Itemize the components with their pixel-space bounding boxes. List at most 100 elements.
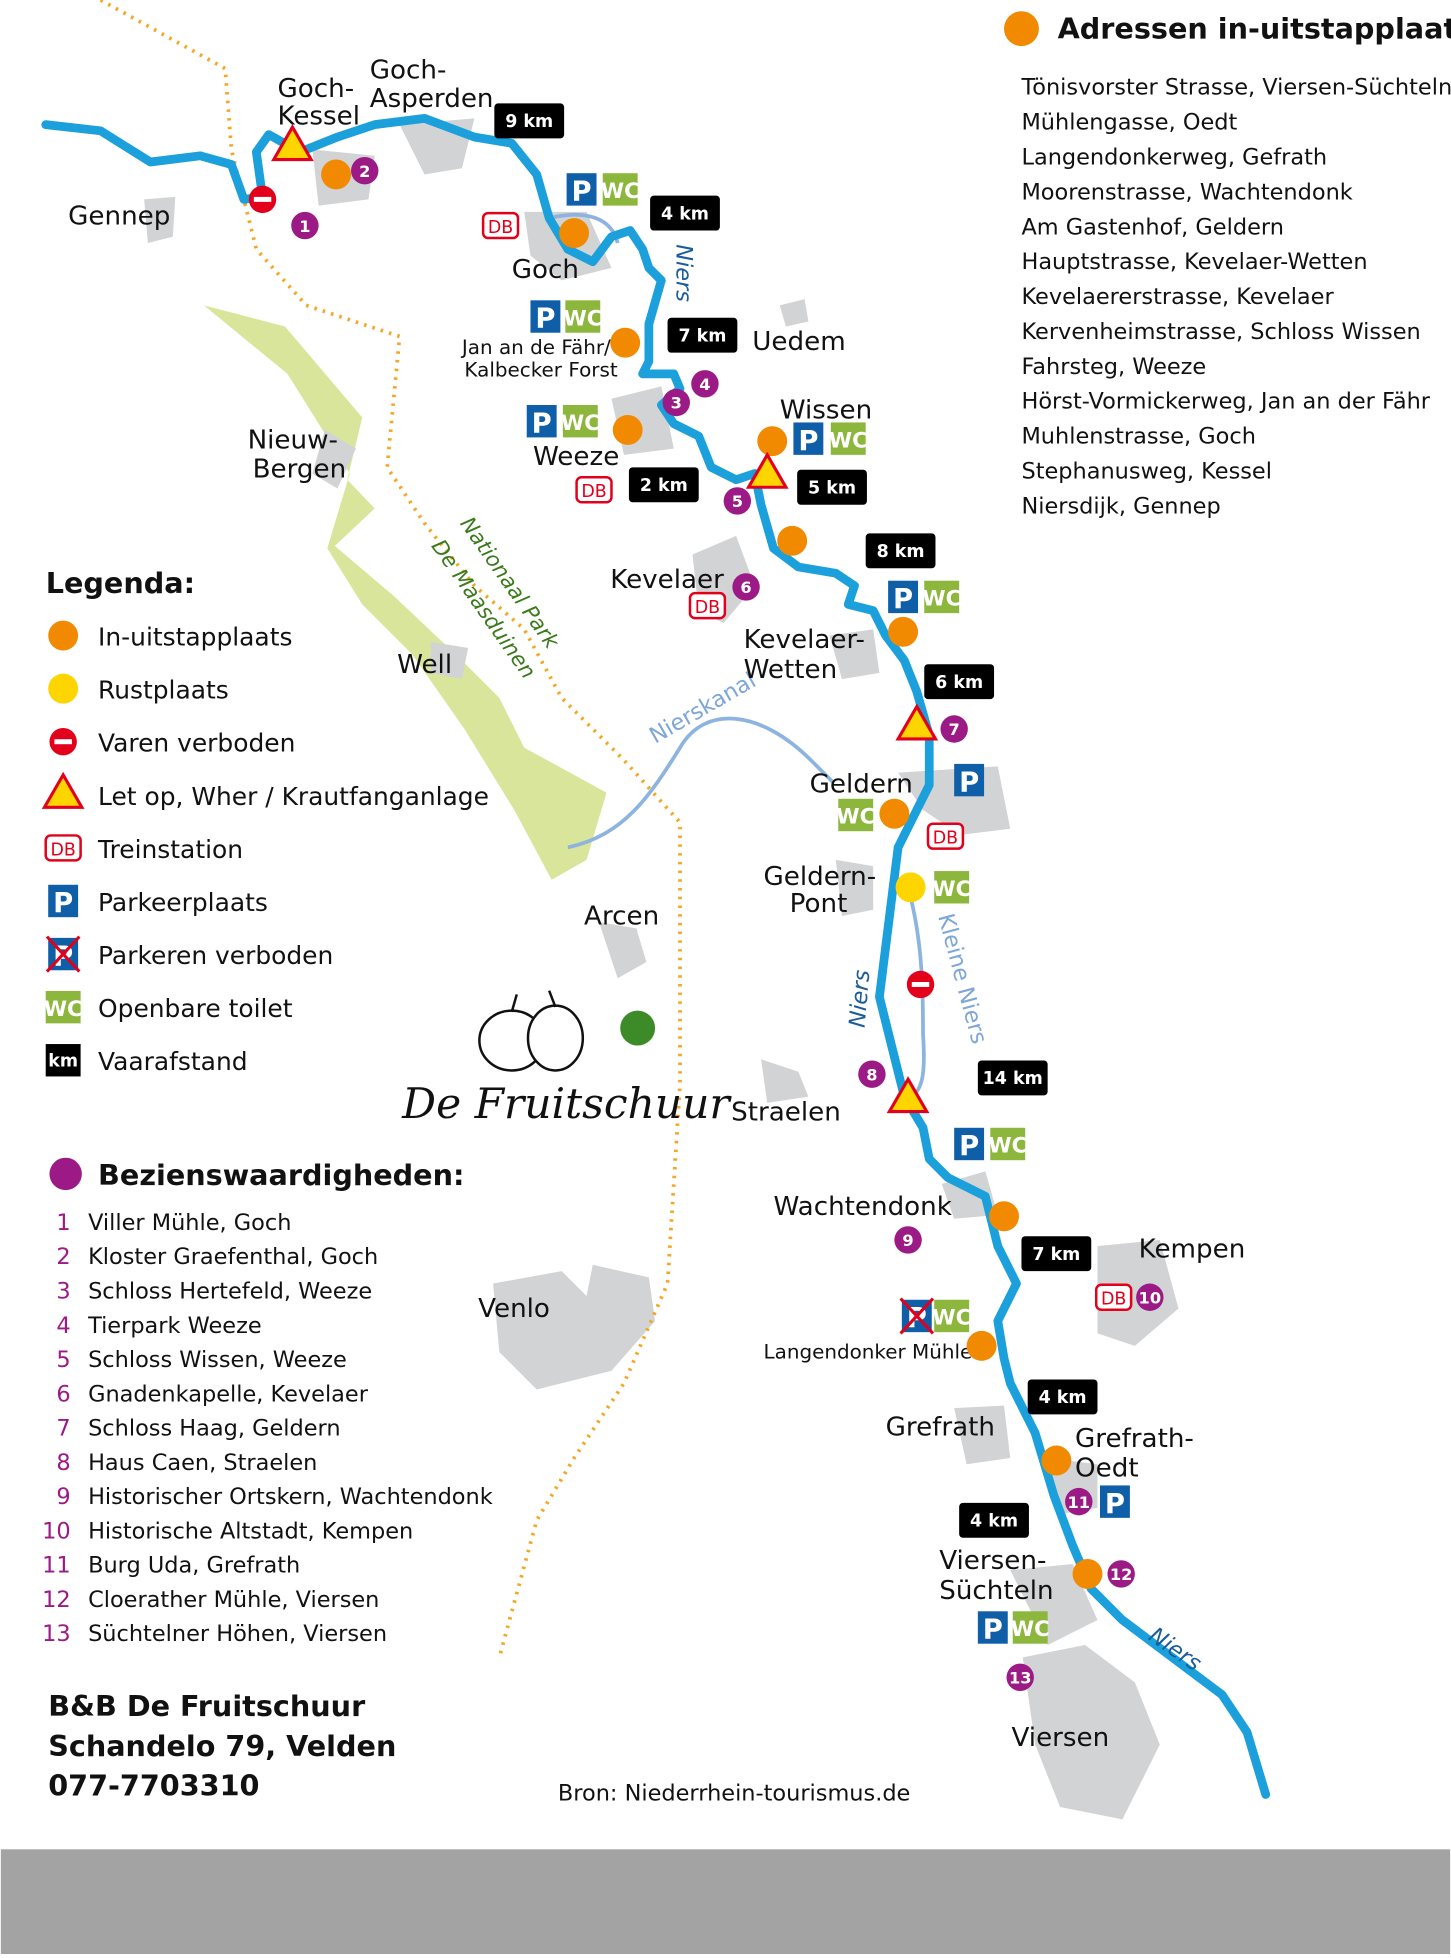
warning-weir-icon	[745, 451, 789, 489]
distance-label: 6 km	[935, 673, 983, 693]
sight-marker: 7	[940, 715, 968, 743]
place-kevelaer: Kevelaer	[610, 565, 724, 595]
sight-list-number: 5	[56, 1347, 70, 1373]
place-goch-asperden: Asperden	[370, 84, 494, 114]
place-straelen: Straelen	[731, 1097, 841, 1127]
sight-marker: 12	[1107, 1560, 1135, 1588]
address-item: Am Gastenhof, Geldern	[1021, 214, 1283, 240]
wc-label: WC	[836, 804, 875, 829]
sight-number: 9	[902, 1231, 913, 1250]
distance-label: 14 km	[983, 1069, 1043, 1089]
rustplaats-icon	[895, 872, 926, 903]
in-uitstapplaats-icon	[757, 426, 788, 457]
source-credit: Bron: Niederrhein-tourismus.de	[558, 1781, 910, 1807]
db-label: DB	[488, 218, 513, 238]
place-jan-an-de-fahr: Jan an de Fähr/	[460, 336, 611, 359]
address-item: Kevelaererstrasse, Kevelaer	[1021, 284, 1334, 310]
parking-label: P	[535, 304, 555, 335]
sight-marker: 6	[732, 573, 760, 601]
sight-list-label: Schloss Wissen, Weeze	[88, 1347, 347, 1373]
sight-number: 12	[1110, 1565, 1133, 1584]
place-goch-kessel: Kessel	[278, 102, 361, 132]
train-station-icon: DB	[44, 834, 82, 862]
address-item: Langendonkerweg, Gefrath	[1021, 144, 1327, 170]
sight-marker: 10	[1136, 1283, 1164, 1311]
db-label: DB	[933, 829, 958, 849]
sight-list-label: Tierpark Weeze	[87, 1313, 262, 1339]
wc-label: WC	[932, 1305, 971, 1330]
place-viersen-suechteln: Süchteln	[939, 1576, 1053, 1606]
no-parking-icon: P	[899, 1297, 935, 1335]
parking-label: P	[798, 426, 818, 457]
place-kevelaer-wetten: Kevelaer-	[744, 625, 865, 655]
place-nieuw-bergen: Bergen	[253, 454, 347, 484]
distance-label: 7 km	[678, 326, 726, 346]
sight-list-label: Historischer Ortskern, Wachtendonk	[88, 1484, 493, 1510]
place-grefrath-oedt: Grefrath-	[1075, 1424, 1194, 1454]
parking-icon: P	[530, 300, 561, 335]
sight-number-icon	[351, 157, 379, 185]
parking-icon: P	[977, 1611, 1008, 1646]
sight-number: 4	[699, 375, 710, 394]
addresses-title: Adressen in-uitstapplaatsen:	[1058, 12, 1451, 46]
distance-label: 2 km	[640, 476, 688, 496]
place-viersen: Viersen	[1011, 1723, 1109, 1753]
place-grefrath: Grefrath	[886, 1413, 995, 1443]
in-uitstapplaats-icon	[559, 218, 590, 248]
parking-icon: P	[888, 580, 919, 615]
parking-icon: P	[48, 884, 79, 919]
in-uitstapplaats-icon	[610, 327, 641, 358]
sight-list-label: Cloerather Mühle, Viersen	[88, 1587, 379, 1613]
in-uitstapplaats-icon	[1041, 1445, 1072, 1476]
addresses-panel: Adressen in-uitstapplaatsen: Tönisvorste…	[1004, 11, 1451, 519]
sights-title: Bezienswaardigheden:	[98, 1158, 464, 1192]
sight-number: 8	[866, 1065, 877, 1084]
niers-label: Niers	[1144, 1622, 1206, 1677]
distance-label: 5 km	[808, 478, 856, 498]
sight-number-icon	[1006, 1663, 1034, 1692]
wc-label: WC	[922, 586, 961, 611]
in-uitstapplaats-icon	[48, 620, 79, 651]
warning-weir-icon	[895, 703, 939, 741]
parking-icon: P	[954, 1127, 985, 1162]
wc-icon: WC	[563, 300, 602, 333]
sight-number: 11	[1068, 1493, 1091, 1512]
sight-list-label: Schloss Hertefeld, Weeze	[88, 1279, 372, 1305]
legend-title: Legenda:	[46, 566, 195, 600]
contact-address: Schandelo 79, Velden	[48, 1729, 396, 1763]
wc-icon: WC	[836, 798, 875, 832]
sight-number-icon	[291, 211, 319, 240]
parking-label: P	[532, 408, 552, 439]
in-uitstapplaats-icon	[1072, 1558, 1103, 1589]
address-item: Muhlenstrasse, Goch	[1021, 424, 1255, 450]
kleine-niers-river	[908, 896, 926, 1099]
sight-marker: 5	[723, 487, 752, 515]
sight-list-number: 7	[56, 1416, 70, 1442]
place-wachtendonk: Wachtendonk	[773, 1192, 952, 1222]
place-kempen: Kempen	[1139, 1234, 1246, 1264]
parking-label: P	[959, 767, 979, 798]
sight-number: 3	[671, 394, 682, 413]
address-item: Hauptstrasse, Kevelaer-Wetten	[1021, 249, 1367, 275]
address-item: Stephanusweg, Kessel	[1021, 459, 1272, 485]
train-station-icon: DB	[926, 822, 965, 850]
train-station-icon: DB	[575, 476, 613, 504]
wc-label: WC	[44, 996, 83, 1021]
wc-label: WC	[563, 305, 602, 330]
national-park-area	[203, 305, 607, 880]
footer-bar	[0, 1849, 1451, 1954]
parking-label: P	[959, 1131, 979, 1162]
place-gennep: Gennep	[68, 201, 170, 231]
wc-icon: WC	[932, 871, 971, 904]
fruitschuur-location-icon	[620, 1010, 656, 1046]
place-goch-asperden: Goch-	[370, 56, 447, 86]
sight-list-number: 1	[56, 1210, 70, 1236]
in-uitstapplaats-icon	[879, 798, 910, 829]
